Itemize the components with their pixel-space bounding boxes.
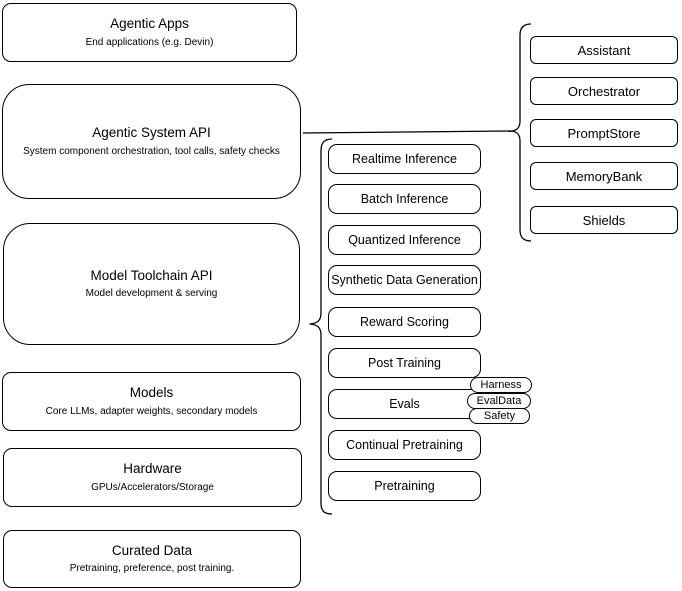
node-subtitle: Model development & serving [85,288,218,300]
node-subtitle: Pretraining, preference, post training. [69,563,235,575]
node-title: Agentic Apps [110,16,189,32]
node-batch-inference: Batch Inference [328,184,481,214]
node-quantized-inference: Quantized Inference [328,225,481,255]
node-synthetic-data-generation: Synthetic Data Generation [328,265,481,295]
node-subtitle: System component orchestration, tool cal… [23,145,280,157]
node-realtime-inference: Realtime Inference [328,144,481,174]
node-curated-data: Curated Data Pretraining, preference, po… [3,530,301,588]
node-orchestrator: Orchestrator [530,77,678,105]
node-shields: Shields [530,206,678,234]
brace-toolchain [309,138,333,515]
brace-system-components [510,23,532,242]
node-assistant: Assistant [530,36,678,64]
node-subtitle: Core LLMs, adapter weights, secondary mo… [45,405,258,417]
node-evals: Evals [328,389,481,419]
node-agentic-apps: Agentic Apps End applications (e.g. Devi… [2,3,297,62]
node-models: Models Core LLMs, adapter weights, secon… [2,372,301,431]
node-subtitle: End applications (e.g. Devin) [85,36,214,48]
node-reward-scoring: Reward Scoring [328,307,481,337]
tag-evaldata: EvalData [467,393,531,409]
node-post-training: Post Training [328,348,481,378]
node-memorybank: MemoryBank [530,162,678,190]
node-agentic-system-api: Agentic System API System component orch… [2,84,301,199]
node-title: Models [129,385,174,401]
node-promptstore: PromptStore [530,119,678,147]
node-hardware: Hardware GPUs/Accelerators/Storage [3,448,302,507]
node-title: Model Toolchain API [90,267,213,283]
node-pretraining: Pretraining [328,471,481,501]
node-title: Curated Data [111,542,193,558]
node-subtitle: GPUs/Accelerators/Storage [91,481,214,493]
node-title: Agentic System API [92,125,211,141]
node-model-toolchain-api: Model Toolchain API Model development & … [3,223,300,345]
tag-harness: Harness [470,377,532,393]
tag-safety: Safety [469,408,530,424]
node-title: Hardware [123,461,182,477]
node-continual-pretraining: Continual Pretraining [328,430,481,460]
connector-system-api-line [302,130,512,134]
